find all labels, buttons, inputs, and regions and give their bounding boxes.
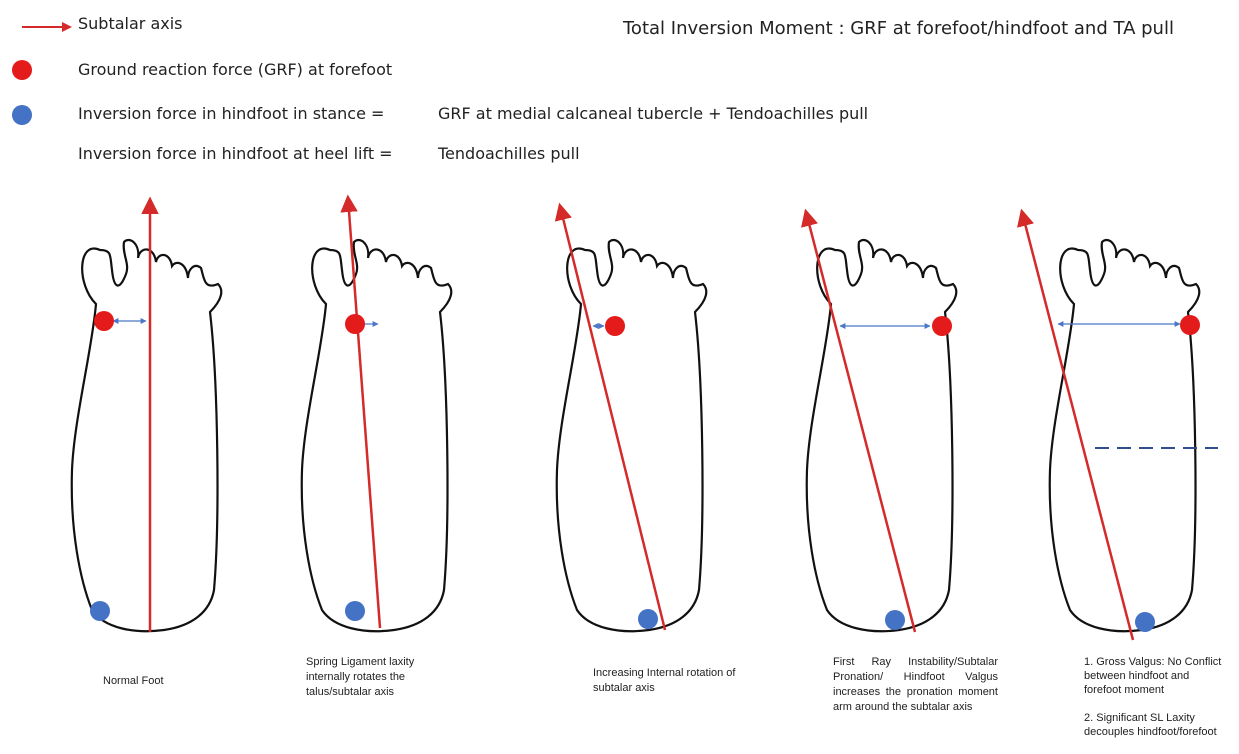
caption-first-ray: First Ray Instability/Subtalar Pronation… bbox=[833, 655, 998, 715]
panel-gross-valgus bbox=[1022, 212, 1218, 640]
caption-spring-ligament: Spring Ligament laxity internally rotate… bbox=[306, 655, 456, 700]
foot-outline bbox=[557, 240, 707, 631]
subtalar-axis-arrow bbox=[1022, 212, 1133, 640]
panel-spring-ligament-laxity bbox=[302, 198, 452, 631]
panel-normal-foot bbox=[72, 200, 222, 632]
caption-internal-rotation: Increasing Internal rotation of subtalar… bbox=[593, 666, 773, 696]
caption-gross-valgus: 1. Gross Valgus: No Conflict between hin… bbox=[1084, 655, 1234, 739]
hindfoot-force-dot bbox=[345, 601, 365, 621]
hindfoot-force-dot bbox=[90, 601, 110, 621]
foot-outline bbox=[72, 240, 222, 631]
grf-forefoot-dot bbox=[94, 311, 114, 331]
hindfoot-force-dot bbox=[1135, 612, 1155, 632]
hindfoot-force-dot bbox=[638, 609, 658, 629]
foot-outline bbox=[1050, 240, 1200, 631]
subtalar-axis-arrow bbox=[348, 198, 380, 628]
panel-first-ray-instability bbox=[806, 212, 956, 632]
grf-forefoot-dot bbox=[605, 316, 625, 336]
grf-forefoot-dot bbox=[1180, 315, 1200, 335]
hindfoot-force-dot bbox=[885, 610, 905, 630]
grf-forefoot-dot bbox=[932, 316, 952, 336]
grf-forefoot-dot bbox=[345, 314, 365, 334]
panel-internal-rotation bbox=[557, 206, 707, 631]
caption-normal-foot: Normal Foot bbox=[103, 674, 223, 689]
